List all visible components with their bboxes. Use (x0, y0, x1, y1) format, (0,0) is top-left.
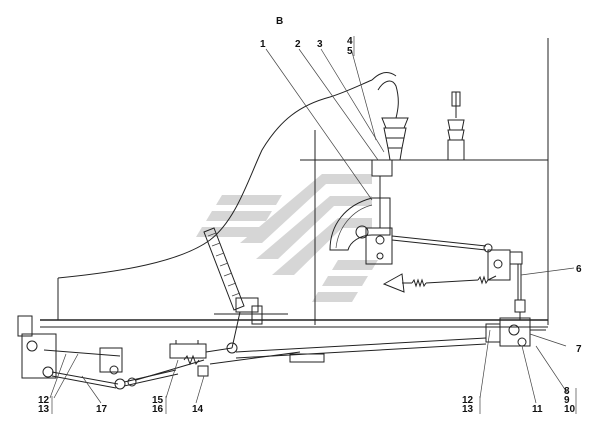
callout-8: 8 (564, 386, 570, 397)
cab-outline (40, 38, 549, 328)
callout-17: 17 (96, 404, 108, 415)
callout-14: 14 (192, 404, 204, 415)
callout-3: 3 (317, 39, 323, 50)
callout-4: 4 (347, 36, 353, 47)
view-label: B (276, 16, 283, 27)
callout-12-left: 12 (38, 395, 50, 406)
control-sector (329, 197, 393, 265)
callout-12-right: 12 (462, 395, 474, 406)
spring-cable (382, 273, 497, 293)
callout-13-right: 13 (462, 404, 474, 415)
callout-6: 6 (576, 264, 582, 275)
joystick-assembly (371, 80, 409, 205)
callout-10: 10 (564, 404, 576, 415)
callout-5: 5 (347, 46, 353, 57)
control-rods (391, 235, 526, 313)
callout-11: 11 (532, 404, 543, 415)
leader-lines (49, 36, 577, 414)
callout-2: 2 (295, 39, 301, 50)
pedal-assembly (203, 227, 288, 349)
callout-7: 7 (576, 344, 582, 355)
callout-15: 15 (152, 395, 164, 406)
callout-1: 1 (260, 39, 266, 50)
lower-linkage (17, 312, 546, 390)
callout-13-left: 13 (38, 404, 50, 415)
callout-16: 16 (152, 404, 164, 415)
callout-9: 9 (564, 395, 570, 406)
secondary-lever (447, 91, 465, 161)
